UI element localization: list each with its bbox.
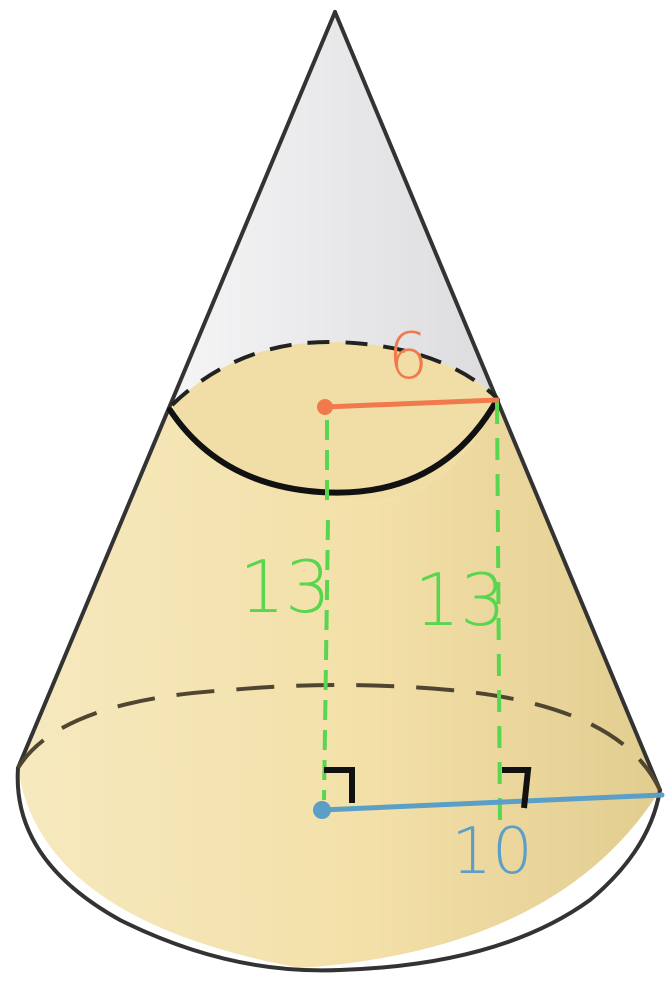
top-front-arc (167, 397, 500, 496)
label-height-edge: 13 (414, 558, 506, 642)
cone-left-edge (16, 10, 337, 770)
label-height-center: 13 (239, 545, 331, 629)
bottom-center-dot (313, 801, 331, 819)
top-back-dashed (170, 339, 499, 407)
bottom-radius-line (319, 792, 665, 813)
base-front-arc (15, 766, 662, 973)
top-center-dot (317, 399, 333, 415)
label-top-radius: 6 (388, 320, 429, 394)
right-angle-mark-edge (502, 767, 532, 809)
height-line-center (322, 420, 330, 801)
base-back-dashed (16, 683, 662, 791)
frustum-top-surface (172, 341, 497, 501)
frustum-body (18, 398, 660, 968)
label-bottom-radius: 10 (451, 815, 532, 889)
right-angle-mark-center (324, 767, 355, 803)
top-radius-line (322, 397, 500, 410)
apex-cone (172, 12, 497, 405)
